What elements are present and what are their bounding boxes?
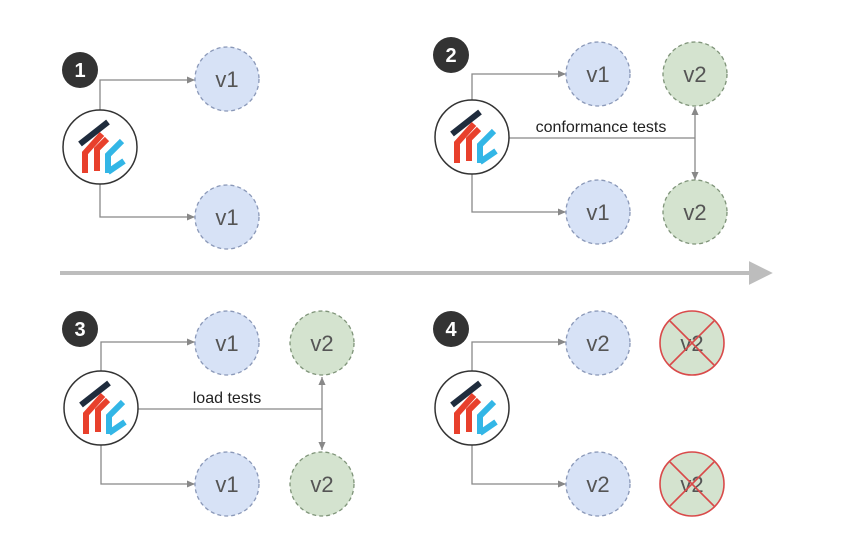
node-label: v1	[215, 67, 238, 92]
node-v2-bottom-removed: v2	[659, 451, 725, 517]
panel-step-2: 2 conformance tests v1	[433, 37, 728, 245]
node-label: v2	[683, 62, 706, 87]
step-badge: 1	[62, 52, 98, 88]
step-number: 4	[445, 319, 457, 341]
router-logo	[434, 370, 510, 446]
router-logo-icon	[450, 109, 498, 165]
node-label: v1	[215, 331, 238, 356]
node-label: v1	[586, 200, 609, 225]
node-label: v2	[586, 472, 609, 497]
router-logo	[63, 370, 139, 446]
router-logo	[434, 99, 510, 175]
router-logo	[62, 109, 138, 185]
node-label: v2	[310, 331, 333, 356]
panel-step-1: 1 v1 v1	[62, 46, 260, 250]
connector-lines	[471, 338, 566, 488]
test-label: conformance tests	[536, 119, 667, 136]
cross-icon	[669, 461, 715, 507]
step-badge: 2	[433, 37, 469, 73]
node-v2-top-removed: v2	[659, 310, 725, 376]
node-label: v2	[586, 331, 609, 356]
node-label: v1	[215, 472, 238, 497]
node-label: v2	[310, 472, 333, 497]
node-v1-top: v1	[194, 46, 260, 112]
node-label: v1	[586, 62, 609, 87]
node-v2-bottom: v2	[662, 179, 728, 245]
router-logo-icon	[78, 119, 126, 175]
node-v2-top: v2	[662, 41, 728, 107]
panel-step-4: 4 v2 v2	[433, 310, 725, 517]
step-number: 1	[74, 60, 85, 82]
connector-lines	[99, 76, 195, 221]
node-v2-top: v2	[289, 310, 355, 376]
node-v2-top-primary: v2	[565, 310, 631, 376]
node-v1-bottom: v1	[194, 184, 260, 250]
cross-icon	[669, 320, 715, 366]
step-number: 2	[445, 45, 456, 67]
step-badge: 4	[433, 311, 469, 347]
step-badge: 3	[62, 311, 98, 347]
node-v1-top: v1	[194, 310, 260, 376]
connector-lines	[100, 338, 326, 488]
test-label: load tests	[193, 390, 261, 407]
router-logo-icon	[79, 380, 127, 436]
node-v1-bottom: v1	[565, 179, 631, 245]
step-number: 3	[74, 319, 85, 341]
node-label: v1	[215, 205, 238, 230]
node-v2-bottom: v2	[289, 451, 355, 517]
panel-step-3: 3 load tests v1	[62, 310, 355, 517]
node-v1-top: v1	[565, 41, 631, 107]
node-v2-bottom-primary: v2	[565, 451, 631, 517]
node-label: v2	[683, 200, 706, 225]
connector-lines	[471, 70, 699, 216]
router-logo-icon	[450, 380, 498, 436]
node-v1-bottom: v1	[194, 451, 260, 517]
